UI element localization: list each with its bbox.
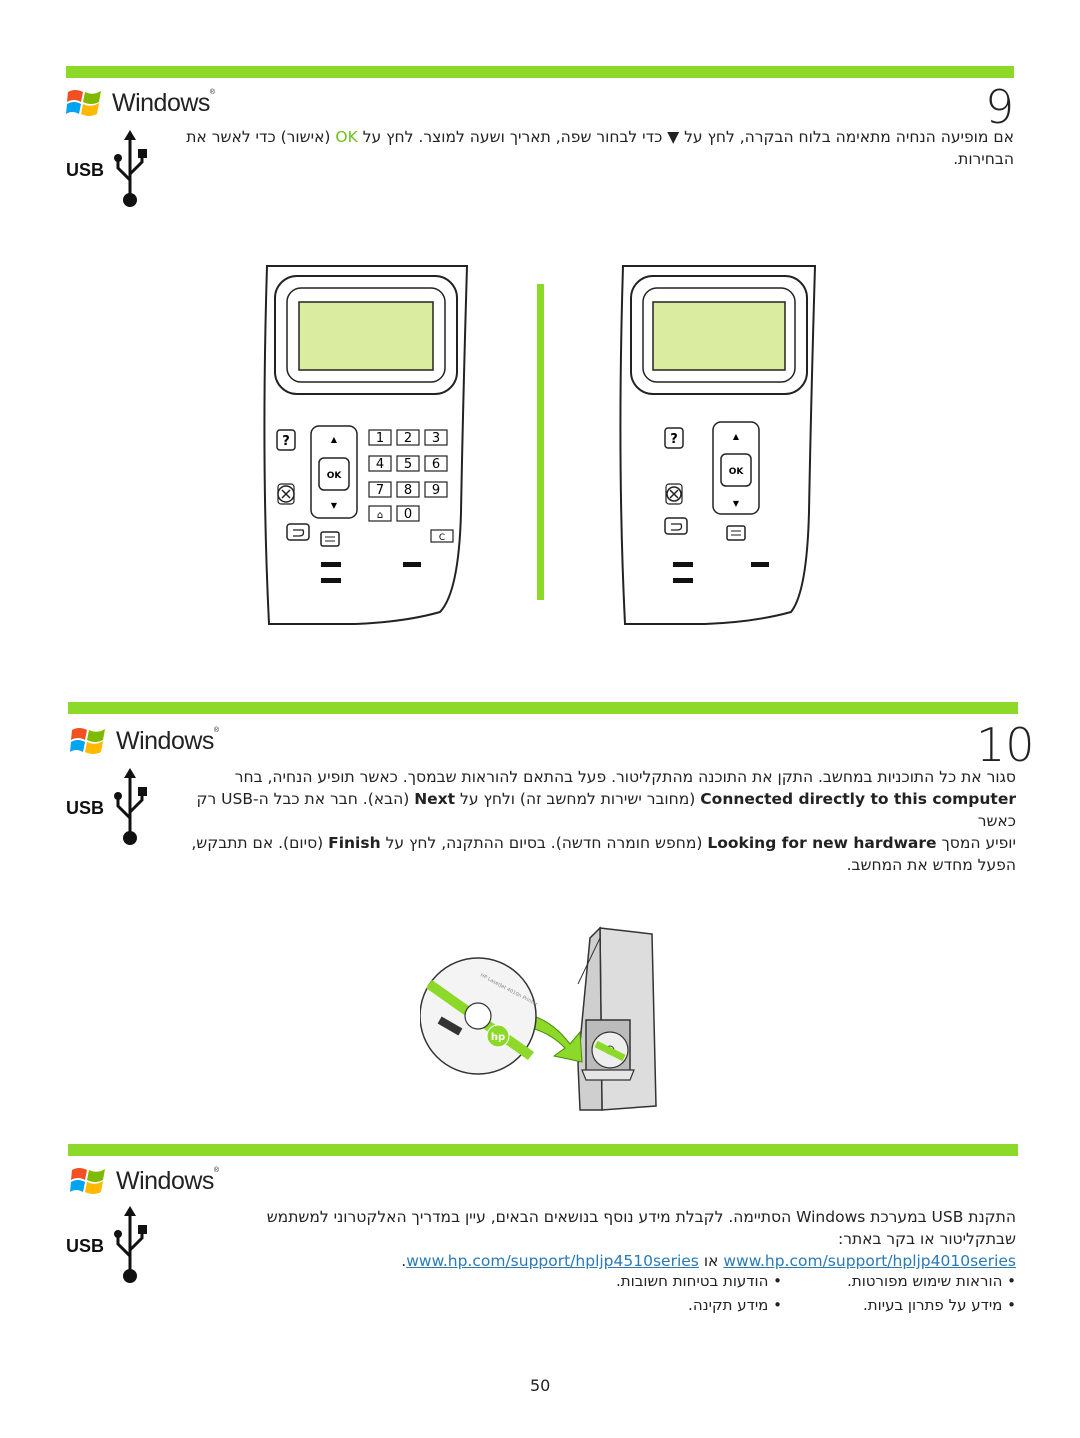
bullet-item: • הוראות שימוש מפורטות. bbox=[847, 1272, 1016, 1290]
indicator-light bbox=[321, 562, 341, 567]
bullet-item: • מידע תקינה. bbox=[688, 1296, 782, 1314]
usb-badge: USB bbox=[66, 1206, 150, 1286]
windows-logo: Windows® bbox=[66, 86, 215, 120]
hp-logo-icon bbox=[486, 1024, 510, 1048]
back-key bbox=[286, 523, 310, 541]
step11-instructions: התקנת USB במערכת Windows הסתיימה. לקבלת … bbox=[176, 1206, 1016, 1272]
usb-label: USB bbox=[66, 1235, 105, 1256]
key-6: 6 bbox=[432, 457, 440, 472]
support-link-4010[interactable]: www.hp.com/support/hpljp4010series bbox=[723, 1252, 1016, 1270]
key-2: 2 bbox=[404, 431, 412, 446]
panel-separator bbox=[537, 284, 544, 600]
clear-key: C bbox=[439, 533, 445, 543]
step11-line2: שבתקליטור או בקר באתר: bbox=[838, 1230, 1016, 1248]
usb-icon bbox=[114, 130, 148, 207]
up-key: ▲ bbox=[331, 435, 338, 444]
indicator-light bbox=[403, 562, 421, 567]
key-8: 8 bbox=[404, 483, 412, 498]
step-number: 9 bbox=[985, 80, 1015, 134]
bullet-item: • מידע על פתרון בעיות. bbox=[863, 1296, 1016, 1314]
cd-insert-illustration: hp HP LaserJet 4010n Printer bbox=[420, 926, 657, 1111]
section-divider-step9 bbox=[66, 66, 1014, 78]
step-number: 10 bbox=[976, 718, 1035, 772]
ok-word: OK bbox=[335, 128, 358, 146]
usb-badge: USB bbox=[66, 130, 150, 210]
section-divider-step11 bbox=[68, 1144, 1018, 1156]
control-panel-without-keypad: ? OK ▲ ▼ bbox=[619, 265, 817, 625]
svg-text:?: ? bbox=[670, 432, 678, 447]
key-0: 0 bbox=[404, 507, 412, 522]
step10-line3: יופיע המסך Looking for new hardware (מחפ… bbox=[191, 834, 1016, 852]
windows-flag-icon bbox=[70, 728, 105, 754]
folder-key: ⌂ bbox=[377, 510, 383, 521]
control-panel-with-keypad: ? OK ▲ ▼ 1 2 3 4 5 6 7 8 bbox=[263, 265, 469, 625]
windows-wordmark: Windows® bbox=[116, 726, 219, 755]
step9-instructions: אם מופיעה הנחיה מתאימה בלוח הבקרה, לחץ ע… bbox=[186, 128, 1014, 168]
windows-flag-icon bbox=[70, 1168, 105, 1194]
key-9: 9 bbox=[432, 483, 440, 498]
menu-key bbox=[320, 531, 340, 547]
usb-badge: USB bbox=[66, 768, 150, 848]
down-key: ▼ bbox=[331, 501, 338, 510]
step10-line4: הפעל מחדש את המחשב. bbox=[846, 856, 1016, 874]
help-key: ? bbox=[282, 434, 290, 449]
step10-line1: סגור את כל התוכניות במחשב. התקן את התוכנ… bbox=[234, 768, 1016, 786]
key-3: 3 bbox=[432, 431, 440, 446]
usb-icon bbox=[114, 768, 148, 845]
windows-flag-icon bbox=[66, 90, 101, 116]
ok-key: OK bbox=[327, 471, 343, 481]
bullet-item: • הודעות בטיחות חשובות. bbox=[616, 1272, 782, 1290]
key-5: 5 bbox=[404, 457, 412, 472]
support-link-4510[interactable]: www.hp.com/support/hpljp4510series bbox=[406, 1252, 699, 1270]
windows-logo: Windows® bbox=[70, 724, 219, 758]
windows-logo: Windows® bbox=[70, 1164, 219, 1198]
indicator-light bbox=[321, 578, 341, 583]
svg-text:OK: OK bbox=[729, 467, 745, 477]
key-4: 4 bbox=[376, 457, 384, 472]
step11-links: www.hp.com/support/hpljp4010series או ww… bbox=[401, 1252, 1016, 1270]
page-number: 50 bbox=[530, 1376, 551, 1395]
windows-wordmark: Windows® bbox=[112, 88, 215, 117]
usb-icon bbox=[114, 1206, 148, 1283]
control-panel-illustrations: ? OK ▲ ▼ 1 2 3 4 5 6 7 8 bbox=[263, 265, 817, 625]
key-7: 7 bbox=[376, 483, 384, 498]
usb-label: USB bbox=[66, 797, 105, 818]
usb-label: USB bbox=[66, 159, 105, 180]
windows-wordmark: Windows® bbox=[116, 1166, 219, 1195]
key-1: 1 bbox=[376, 431, 384, 446]
step10-line2: Connected directly to this computer (מחו… bbox=[196, 790, 1016, 830]
section-divider-step10 bbox=[68, 702, 1018, 714]
svg-text:▼: ▼ bbox=[733, 499, 740, 508]
svg-text:▲: ▲ bbox=[733, 432, 740, 441]
step10-instructions: סגור את כל התוכניות במחשב. התקן את התוכנ… bbox=[176, 766, 1016, 876]
step11-line1: התקנת USB במערכת Windows הסתיימה. לקבלת … bbox=[266, 1208, 1016, 1226]
svg-text:hp: hp bbox=[491, 1032, 505, 1043]
